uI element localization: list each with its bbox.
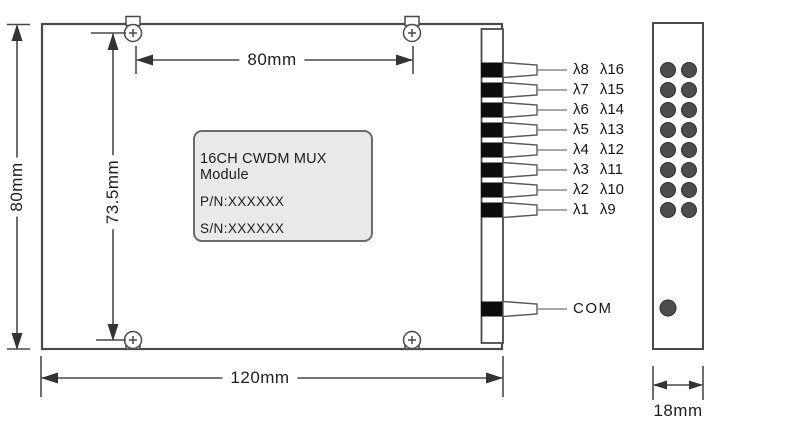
connector-trapezoid: [502, 101, 538, 119]
adapter-hole: [660, 122, 676, 138]
serial-number: S/N:XXXXXX: [200, 221, 285, 236]
com-port-block: [481, 301, 504, 317]
port-label-secondary: λ9: [599, 201, 616, 218]
port-block: [481, 182, 504, 198]
port-label-secondary: λ11: [599, 161, 623, 178]
port-label-ch7: λ7 λ15: [573, 81, 624, 99]
arrowhead-up-icon: [11, 24, 23, 41]
connector-trapezoid: [502, 81, 538, 99]
adapter-hole: [681, 82, 697, 98]
port-label-ch2: λ2 λ10: [573, 181, 624, 199]
port-label-primary: λ8: [573, 61, 589, 78]
arrowhead-down-icon: [11, 333, 23, 350]
adapter-hole: [660, 162, 676, 178]
port-label-primary: λ1: [573, 201, 589, 218]
connector-trapezoid: [502, 201, 538, 219]
port-label-primary: λ7: [573, 81, 589, 98]
dim-label-hole-spacing-horizontal: 80mm: [239, 50, 305, 70]
arrowhead-down-icon: [107, 324, 119, 341]
mounting-screws: [123, 15, 422, 350]
connector-trapezoid: [502, 121, 538, 139]
part-number: P/N:XXXXXX: [200, 194, 285, 209]
screw-cross-icon: [129, 29, 416, 344]
port-label-secondary: λ14: [599, 101, 625, 118]
port-label-primary: λ6: [573, 101, 589, 118]
port-block: [481, 142, 504, 158]
module-title: 16CH CWDM MUX Module: [200, 151, 327, 183]
arrowhead-left-icon: [653, 380, 667, 390]
adapter-hole: [681, 102, 697, 118]
arrowhead-right-icon: [689, 380, 703, 390]
adapter-hole: [660, 142, 676, 158]
product-label-box: 16CH CWDM MUX Module P/N:XXXXXX S/N:XXXX…: [193, 130, 373, 242]
dim-label-overall-height: 80mm: [7, 157, 27, 217]
port-block: [481, 82, 504, 98]
adapter-hole: [681, 122, 697, 138]
port-block: [481, 122, 504, 138]
arrowhead-right-icon: [396, 54, 413, 66]
arrowhead-right-icon: [486, 372, 503, 384]
port-label-primary: λ4: [573, 141, 589, 158]
arrowhead-left-icon: [136, 54, 153, 66]
port-label-ch6: λ6 λ14: [573, 101, 624, 119]
adapter-hole: [660, 102, 676, 118]
adapter-hole: [681, 142, 697, 158]
dim-label-hole-spacing-vertical: 73.5mm: [103, 154, 123, 230]
connector-trapezoid: [502, 61, 538, 79]
adapter-hole: [681, 202, 697, 218]
adapter-hole: [681, 162, 697, 178]
adapter-hole: [660, 202, 676, 218]
arrowhead-left-icon: [41, 372, 58, 384]
adapter-hole: [660, 82, 676, 98]
com-port-label: COM: [573, 300, 613, 317]
port-label-primary: λ2: [573, 181, 589, 198]
port-label-secondary: λ10: [599, 181, 625, 198]
leader-lines: [537, 69, 567, 310]
port-block: [481, 62, 504, 78]
port-label-secondary: λ13: [599, 121, 625, 138]
port-label-ch8: λ8 λ16: [573, 61, 624, 79]
port-label-secondary: λ15: [599, 81, 625, 98]
connector-trapezoid: [502, 181, 538, 199]
port-label-ch1: λ1 λ9: [573, 201, 616, 219]
port-block: [481, 162, 504, 178]
port-block: [481, 202, 504, 218]
adapter-hole: [681, 182, 697, 198]
port-label-ch5: λ5 λ13: [573, 121, 624, 139]
port-label-secondary: λ12: [599, 141, 625, 158]
dim-label-overall-width: 120mm: [222, 368, 298, 388]
connector-trapezoid: [502, 141, 538, 159]
port-label-ch4: λ4 λ12: [573, 141, 624, 159]
adapter-hole: [681, 62, 697, 78]
port-block: [481, 102, 504, 118]
adapter-hole: [660, 182, 676, 198]
port-label-secondary: λ16: [599, 61, 625, 78]
connector-boots: [502, 61, 538, 318]
arrowhead-up-icon: [107, 33, 119, 50]
adapter-hole: [660, 62, 676, 78]
port-label-primary: λ5: [573, 121, 589, 138]
com-adapter-hole: [659, 299, 677, 317]
dim-label-side-depth: 18mm: [645, 401, 711, 421]
connector-trapezoid: [502, 161, 538, 179]
port-label-ch3: λ3 λ11: [573, 161, 623, 179]
port-label-primary: λ3: [573, 161, 589, 178]
side-view-adapter-holes: [659, 62, 697, 317]
connector-trapezoid: [502, 300, 538, 318]
adapter-port-blocks: [481, 62, 504, 317]
